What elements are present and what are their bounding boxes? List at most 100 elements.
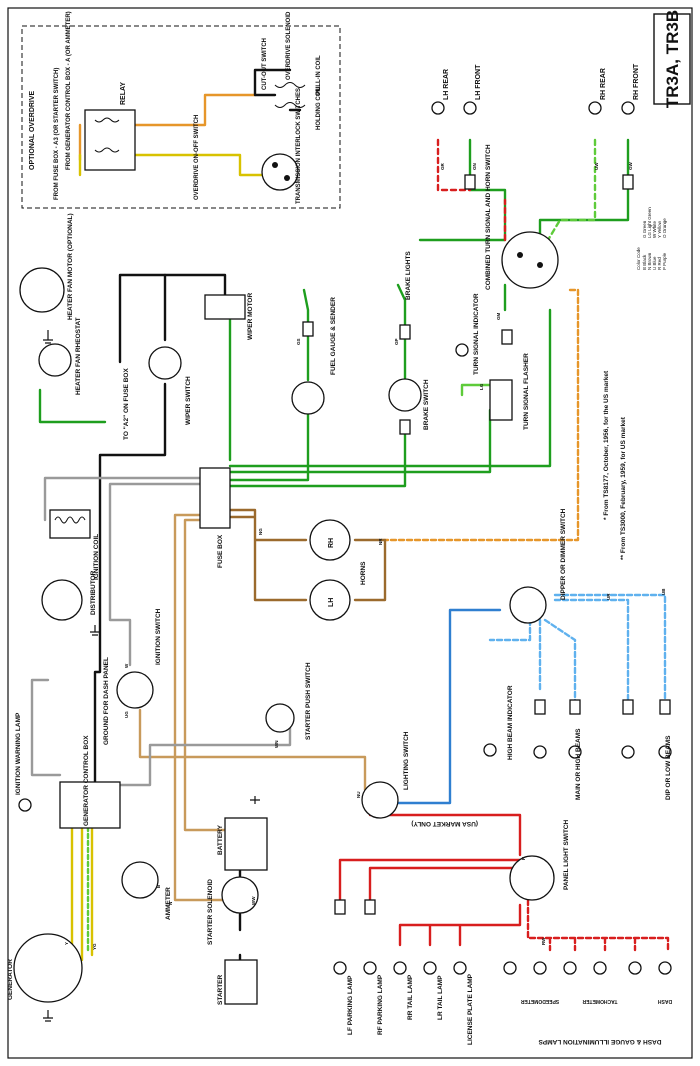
tag-wn: WN	[274, 741, 279, 749]
label-od-box: OPTIONAL OVERDRIVE	[29, 90, 36, 170]
label-solenoid: OVERDRIVE SOLENOID	[286, 11, 292, 80]
horn-rh	[309, 519, 351, 561]
label-fuel-gauge: FUEL GAUGE & SENDER	[330, 297, 337, 375]
label-rh-rear: RH REAR	[600, 68, 607, 100]
label-combined-turn: COMBINED TURN SIGNAL AND HORN SWITCH	[485, 144, 492, 290]
label-gen-control: GENERATOR CONTROL BOX	[83, 735, 90, 826]
label-dipper: DIPPER OR DIMMER SWITCH	[560, 508, 567, 600]
wire-yellow-gen	[70, 818, 94, 962]
wire-tan-main	[173, 513, 227, 902]
tag-gw: GW	[628, 161, 633, 170]
battery	[224, 817, 268, 871]
wire-horn-orange	[383, 288, 580, 542]
legend-heading: Color Code	[636, 247, 641, 270]
tag-ng: NG	[258, 528, 263, 535]
wiper-switch	[148, 346, 182, 380]
label-dash-lamps: DASH & GAUGE ILLUMINATION LAMPS	[538, 1038, 662, 1045]
wire-turn-dashed-rh	[543, 138, 597, 247]
label-ground-dash: GROUND FOR DASH PANEL	[103, 657, 110, 745]
tag-gs: GS	[296, 338, 301, 345]
label-to-a2: TO "A2" ON FUSE BOX	[123, 368, 130, 440]
legend-c2-3: Y Yellow	[657, 220, 662, 238]
legend-c1-4: P Purple	[662, 252, 667, 270]
color-legend: Color Code B Black N Brown U Blue R Red …	[636, 207, 667, 270]
label-speedometer: SPEEDOMETER	[520, 998, 559, 1004]
generator	[13, 933, 83, 1003]
legend-c2-4: O Orange	[662, 218, 667, 238]
tag-ww: WW	[251, 896, 256, 905]
label-ign-warning: IGNITION WARNING LAMP	[15, 712, 22, 795]
label-lf-parking: LF PARKING LAMP	[347, 975, 354, 1035]
wire-tan-ignition	[138, 708, 367, 792]
label-rr-tail: RR TAIL LAMP	[407, 974, 414, 1020]
label-from-fuse: FROM FUSE BOX - A3 (OR STARTER SWITCH)	[54, 68, 60, 200]
legend-c2-0: G Green	[642, 220, 647, 238]
label-heater-motor: HEATER FAN MOTOR (OPTIONAL)	[67, 213, 74, 320]
label-generator: GENERATOR	[7, 959, 14, 1000]
note-star2: ** From TS3000, February, 1959, for US m…	[620, 416, 627, 560]
tag-gm: GM	[496, 312, 501, 320]
legend-c1-2: U Blue	[652, 256, 657, 270]
wire-green-dash	[460, 383, 492, 397]
tag-ug: UG	[124, 711, 129, 718]
legend-c1-1: N Brown	[647, 252, 652, 270]
starter-push-switch	[265, 703, 295, 733]
dipper-switch	[509, 586, 547, 624]
wire-turn-dashed-lh	[436, 138, 507, 242]
wire-green-brake	[396, 283, 407, 382]
page-border	[7, 7, 693, 1059]
legend-c2-1: LG Light Green	[647, 207, 652, 238]
interlock-switch	[261, 153, 299, 191]
legend-c1-0: B Black	[642, 254, 647, 270]
fuse-box	[199, 467, 231, 529]
label-dip-low: DIP OR LOW BEAMS	[665, 735, 672, 800]
label-high-beam-ind: HIGH BEAM INDICATOR	[507, 685, 514, 760]
label-license: LICENSE PLATE LAMP	[467, 973, 474, 1045]
label-brake-lights: BRAKE LIGHTS	[405, 251, 412, 300]
tag-r: R	[521, 856, 526, 860]
wiper-motor	[204, 294, 246, 320]
bulbs-top	[431, 101, 635, 190]
heater-fan-motor	[19, 267, 65, 313]
title: TR3A, TR3B	[663, 10, 682, 108]
label-starter-push: STARTER PUSH SWITCH	[305, 662, 312, 740]
label-from-generator: FROM GENERATOR CONTROL BOX - A (OR AMMET…	[66, 11, 72, 170]
tag-yg: YG	[92, 943, 97, 950]
wire-green-fuel	[302, 288, 310, 382]
label-horn-lh: LH	[328, 598, 335, 607]
label-wiper-motor: WIPER MOTOR	[247, 293, 254, 340]
label-turn-indicator: TURN SIGNAL INDICATOR	[473, 293, 480, 375]
wire-black-wiper	[163, 273, 227, 297]
wire-red-tail	[398, 903, 522, 947]
wire-green-heater	[38, 388, 107, 424]
label-holding: HOLDING COIL	[316, 86, 322, 130]
wire-overdrive-yg	[78, 153, 267, 177]
lighting-switch	[361, 781, 399, 819]
label-relay: RELAY	[120, 82, 127, 105]
wire-green-turn	[418, 138, 630, 312]
fuel-gauge	[291, 381, 325, 415]
label-battery: BATTERY	[217, 824, 224, 855]
combined-turn-switch	[501, 231, 559, 289]
legend-c1-3: R Red	[657, 257, 662, 270]
label-starter-solenoid: STARTER SOLENOID	[207, 879, 214, 945]
label-lh-rear: LH REAR	[443, 69, 450, 100]
wire-blue-main	[393, 608, 502, 805]
turn-indicator-bulb	[455, 343, 469, 357]
distributor	[41, 579, 83, 621]
tag-n: N	[168, 902, 173, 905]
label-heater-rheostat: HEATER FAN RHEOSTAT	[75, 317, 82, 395]
ground-symbols	[43, 330, 260, 1022]
labels: OPTIONAL OVERDRIVE FROM GENERATOR CONTRO…	[7, 11, 672, 1045]
label-lr-tail: LR TAIL LAMP	[437, 975, 444, 1020]
label-rh-front: RH FRONT	[633, 63, 640, 100]
tag-ub: UB	[661, 588, 666, 595]
label-main-high: MAIN OR HIGH BEAMS	[575, 728, 582, 800]
title-box	[653, 13, 691, 105]
heater-rheostat	[38, 343, 72, 377]
label-lighting-switch: LIGHTING SWITCH	[403, 731, 410, 790]
label-pull-in: PULL-IN COIL	[316, 55, 322, 95]
label-turn-flasher: TURN SIGNAL FLASHER	[523, 353, 530, 430]
label-brake-switch: BRAKE SWITCH	[423, 379, 430, 430]
